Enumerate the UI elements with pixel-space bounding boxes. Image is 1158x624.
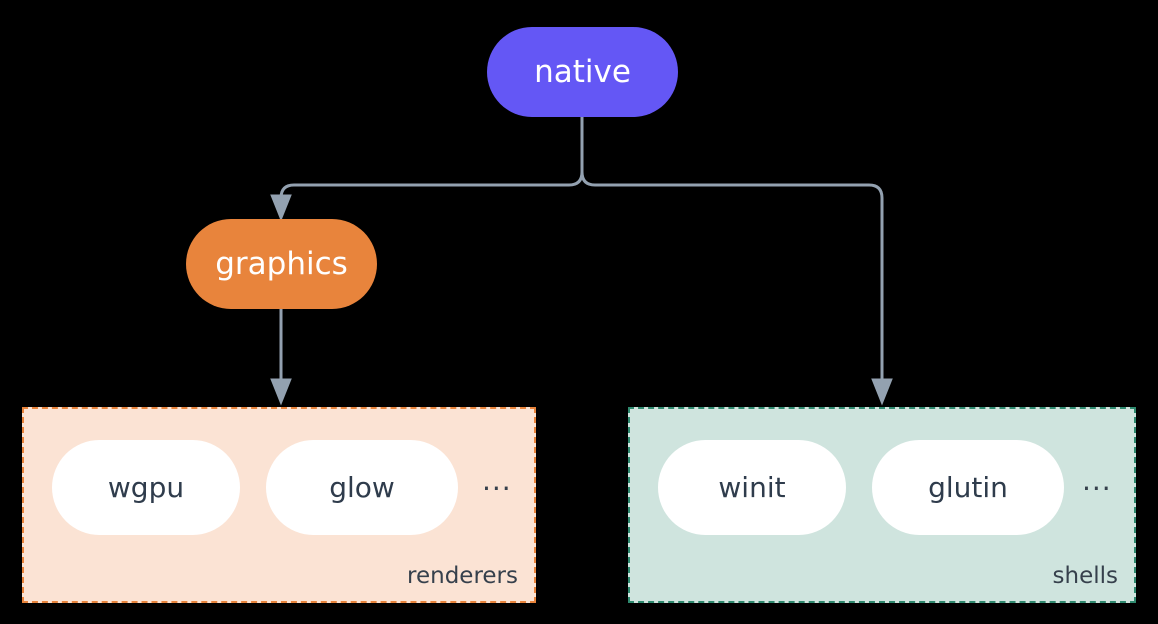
node-graphics-label: graphics	[215, 245, 348, 282]
edge-native-to-shells	[580, 117, 893, 406]
pill-winit-label: winit	[718, 470, 786, 504]
node-native-label: native	[534, 53, 631, 90]
pill-wgpu[interactable]: wgpu	[52, 440, 240, 535]
pill-glutin-label: glutin	[928, 470, 1008, 504]
pill-wgpu-label: wgpu	[107, 470, 185, 504]
cluster-renderers-label: renderers	[407, 563, 518, 589]
node-native[interactable]: native	[487, 27, 678, 117]
pill-glow[interactable]: glow	[266, 440, 458, 535]
pill-winit[interactable]: winit	[658, 440, 846, 535]
cluster-renderers: wgpu glow ... renderers	[22, 407, 536, 603]
node-graphics[interactable]: graphics	[186, 219, 377, 309]
renderers-more-ellipsis: ...	[482, 464, 512, 497]
pill-glow-label: glow	[329, 470, 395, 504]
pill-glutin[interactable]: glutin	[872, 440, 1064, 535]
cluster-shells-label: shells	[1052, 563, 1118, 589]
edge-native-to-graphics	[270, 117, 584, 222]
shells-more-ellipsis: ...	[1082, 464, 1112, 497]
cluster-shells: winit glutin ... shells	[628, 407, 1136, 603]
